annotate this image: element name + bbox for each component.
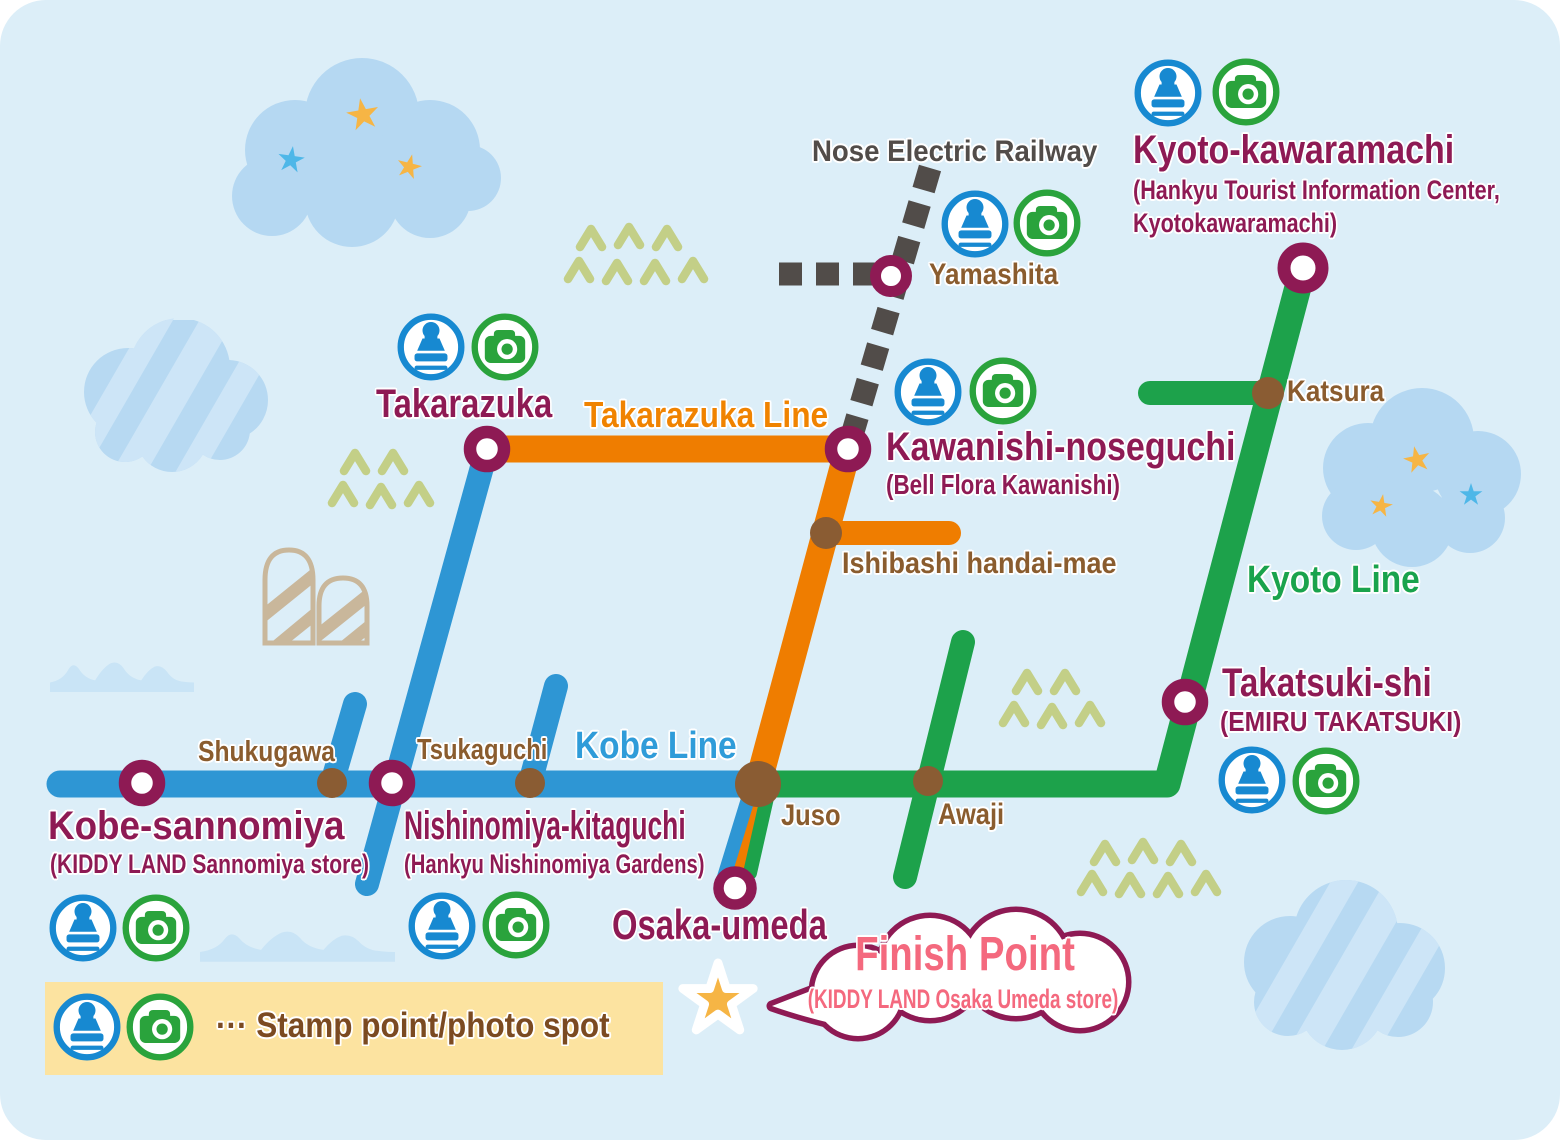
- station-sublabel-kobe-sannomiya: (KIDDY LAND Sannomiya store): [50, 849, 370, 879]
- station-ring-nishinomiya-kitaguchi: [368, 759, 416, 807]
- station-dot-juso: [735, 761, 781, 807]
- station-label-kobe-sannomiya: Kobe-sannomiya: [48, 804, 345, 848]
- kyoto-line: [743, 254, 1317, 889]
- station-ring-osaka-umeda: [713, 866, 757, 910]
- station-label-yamashita: Yamashita: [929, 258, 1059, 291]
- station-ring-kyoto-kawaramachi: [1277, 242, 1329, 294]
- cloud-right: [1322, 388, 1521, 567]
- station-label-awaji: Awaji: [938, 798, 1005, 831]
- station-label-katsura: Katsura: [1287, 375, 1385, 408]
- station-dot-katsura: [1252, 377, 1284, 409]
- station-dot-tsukaguchi: [515, 768, 545, 798]
- station-label-kawanishi-noseguchi: Kawanishi-noseguchi: [886, 425, 1236, 469]
- kyoto-line-label: Kyoto Line: [1247, 559, 1420, 601]
- station-label-nishinomiya-kitaguchi: Nishinomiya-kitaguchi: [404, 804, 686, 848]
- finish-point-subtitle: (KIDDY LAND Osaka Umeda store): [807, 984, 1119, 1014]
- station-dot-awaji: [913, 766, 943, 796]
- station-label-tsukaguchi: Tsukaguchi: [417, 734, 548, 766]
- minor-station-dots: [317, 377, 1284, 807]
- factory-silos: [262, 547, 370, 646]
- finish-point-title: Finish Point: [855, 928, 1075, 981]
- station-label-kyoto-kawaramachi: Kyoto-kawaramachi: [1133, 128, 1455, 172]
- kobe-line-label: Kobe Line: [575, 725, 737, 767]
- station-sublabel-kyoto-kawaramachi-2: Kyotokawaramachi): [1133, 208, 1338, 238]
- station-label-ishibashi-handai-mae: Ishibashi handai-mae: [842, 547, 1117, 580]
- station-label-shukugawa: Shukugawa: [198, 736, 335, 768]
- station-dot-shukugawa: [317, 768, 347, 798]
- takarazuka-line-label: Takarazuka Line: [584, 394, 829, 435]
- station-label-osaka-umeda: Osaka-umeda: [612, 901, 827, 948]
- station-label-takarazuka: Takarazuka: [376, 382, 553, 426]
- finish-point-bubble: [766, 906, 1132, 1042]
- major-station-rings: [118, 242, 1329, 910]
- station-label-juso: Juso: [781, 799, 841, 832]
- nose-railway-label: Nose Electric Railway: [812, 135, 1098, 168]
- station-ring-kawanishi-noseguchi: [824, 425, 872, 473]
- station-sublabel-kyoto-kawaramachi-1: (Hankyu Tourist Information Center,: [1133, 175, 1500, 205]
- station-sublabel-takatsuki-shi: (EMIRU TAKATSUKI): [1220, 706, 1462, 737]
- legend-label: ··· Stamp point/photo spot: [216, 1006, 610, 1045]
- station-sublabel-kawanishi-noseguchi: (Bell Flora Kawanishi): [886, 469, 1120, 500]
- station-dot-ishibashi: [810, 517, 842, 549]
- station-ring-takatsuki-shi: [1161, 678, 1209, 726]
- station-sublabel-nishinomiya-kitaguchi: (Hankyu Nishinomiya Gardens): [404, 849, 705, 879]
- cloud-top-left: [232, 58, 501, 247]
- station-ring-takarazuka: [463, 425, 511, 473]
- station-ring-yamashita: [870, 255, 912, 297]
- station-label-takatsuki-shi: Takatsuki-shi: [1222, 661, 1432, 705]
- station-ring-kobe-sannomiya: [118, 759, 166, 807]
